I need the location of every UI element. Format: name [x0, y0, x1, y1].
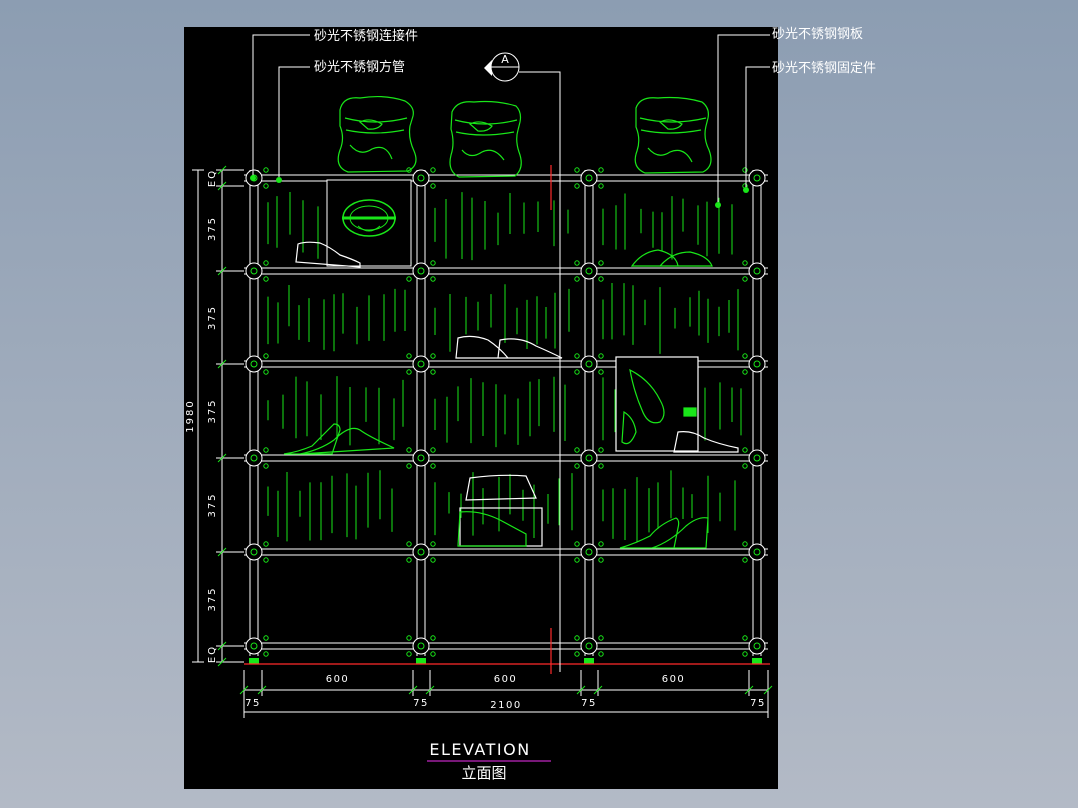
callout-leaders [252, 34, 770, 205]
joint-connector [574, 635, 604, 657]
callout-square-tube: 砂光不锈钢方管 [314, 59, 405, 75]
joint-connector [574, 541, 604, 563]
shelf-frame [244, 170, 768, 656]
joint-connector [742, 260, 766, 282]
boot-on-box [465, 474, 537, 501]
dim-shelf-spacing: 375 [207, 216, 218, 241]
joint-connector [742, 447, 766, 469]
callout-fixing: 砂光不锈钢固定件 [772, 61, 876, 76]
section-cut-lines [244, 165, 770, 674]
joint-connector [406, 541, 436, 563]
frame-foot [752, 658, 762, 664]
dim-bay-width: 600 [662, 674, 686, 685]
dim-bay-width: 600 [494, 674, 518, 685]
joint-connector [245, 447, 269, 469]
brand-logo-board [326, 179, 412, 267]
shoe-pair-2 [455, 335, 563, 359]
box-shoe [457, 511, 527, 547]
poster-shoe [621, 368, 665, 445]
joint-connector [245, 353, 269, 375]
bag-illustration-middle [449, 100, 522, 178]
callout-dots [250, 175, 749, 208]
section-marker: A [484, 52, 561, 672]
joint-connector [574, 447, 604, 469]
joint-connector [406, 260, 436, 282]
poster-tag [683, 407, 697, 417]
joint-connector [406, 353, 436, 375]
joint-connector [245, 635, 269, 657]
frame-foot [249, 658, 259, 664]
shoe-pair-1 [630, 249, 713, 267]
joint-connector [406, 635, 436, 657]
dim-post-width: 75 [245, 698, 261, 709]
joint-connector [406, 447, 436, 469]
dim-shelf-spacing: 375 [207, 398, 218, 423]
section-marker-label: A [501, 53, 509, 66]
dim-total-width: 2100 [490, 700, 521, 711]
bag-illustration-left [337, 95, 417, 173]
callout-plate: 砂光不锈钢钢板 [772, 27, 863, 42]
shoe-illustrations [283, 241, 739, 549]
joint-connectors [245, 167, 766, 664]
dim-post-width: 75 [750, 698, 766, 709]
dim-shelf-spacing: EQ [207, 169, 218, 187]
bag-illustration-right [634, 96, 712, 174]
joint-connector [574, 260, 604, 282]
shoe-loafer-1 [295, 241, 361, 268]
title-chinese: 立面图 [461, 764, 506, 782]
heel-pair-1 [283, 423, 395, 455]
joint-connector [245, 260, 269, 282]
dim-post-width: 75 [413, 698, 429, 709]
dim-post-width: 75 [581, 698, 597, 709]
joint-connector [245, 541, 269, 563]
joint-connector [742, 353, 766, 375]
joint-connector [742, 541, 766, 563]
callout-connector: 砂光不锈钢连接件 [314, 28, 418, 44]
shoe-loafer-2 [673, 431, 739, 453]
dim-shelf-spacing: 375 [207, 586, 218, 611]
dim-bay-width: 600 [326, 674, 350, 685]
joint-connector [574, 167, 604, 189]
dim-total-height: 1980 [185, 399, 196, 432]
horizontal-dimensions: 600 600 600 75 75 75 75 2100 [239, 670, 773, 718]
heel-pair-2 [619, 517, 709, 549]
dim-shelf-spacing: EQ [207, 645, 218, 663]
joint-connector [742, 635, 766, 657]
frame-foot [584, 658, 594, 664]
dim-shelf-spacing: 375 [207, 305, 218, 330]
title-english: ELEVATION [429, 740, 530, 759]
poster-panel [615, 356, 699, 452]
dim-shelf-spacing: 375 [207, 492, 218, 517]
frame-foot [416, 658, 426, 664]
joint-connector [574, 353, 604, 375]
